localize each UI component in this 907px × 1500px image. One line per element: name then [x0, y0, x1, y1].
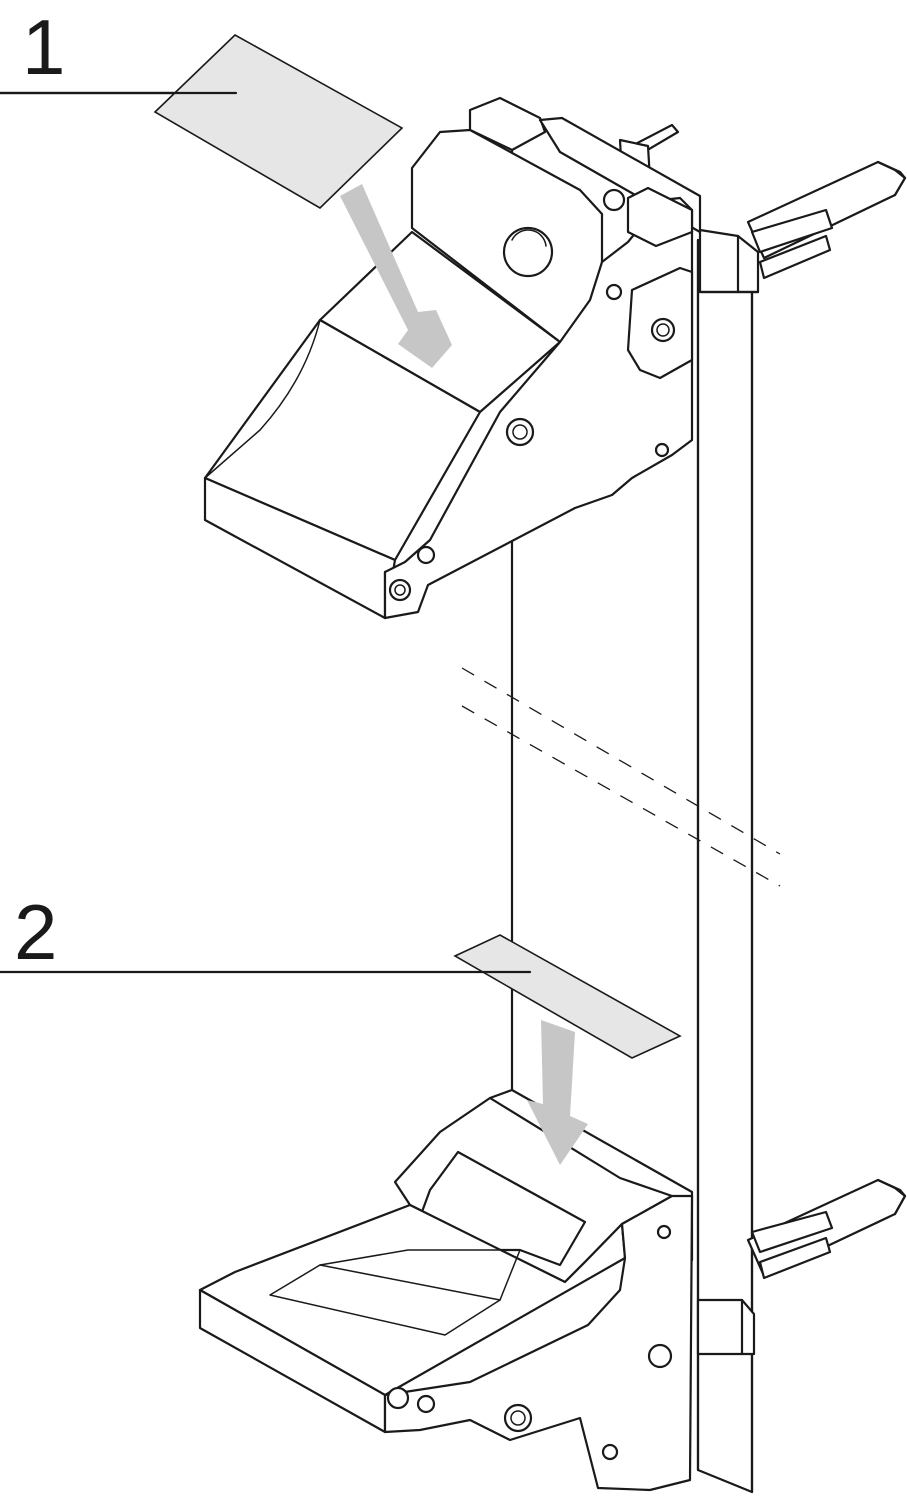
- callout-2: [0, 934, 682, 1165]
- break-lines: [461, 667, 781, 887]
- callout-number-1: 1: [22, 3, 66, 91]
- label-2: [453, 934, 682, 1059]
- arrow-down-icon: [527, 1020, 588, 1165]
- vertical-rail: [510, 238, 754, 1494]
- lower-mounting-pins: [696, 1178, 907, 1356]
- label-1: [153, 34, 404, 209]
- upper-mounting-pins: [618, 123, 907, 294]
- upper-holder: [203, 96, 702, 620]
- lower-holder: [198, 1088, 694, 1492]
- callout-number-2: 2: [14, 888, 58, 976]
- arrow-down-icon: [340, 184, 452, 368]
- callout-1: [0, 34, 452, 368]
